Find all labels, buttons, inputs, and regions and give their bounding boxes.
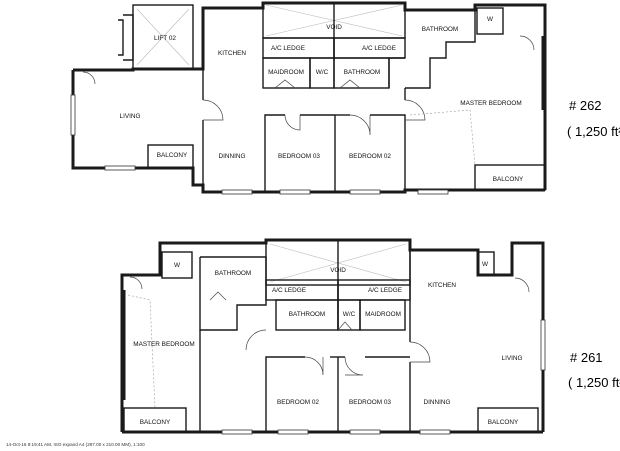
balcony-1-261: [123, 407, 187, 433]
w-closet-2-261: [477, 251, 495, 276]
room-bedroom-02-262: BEDROOM 02: [349, 153, 391, 160]
room-master-bedroom-262: MASTER BEDROOM: [460, 100, 521, 107]
unit-262-plan: [70, 1, 547, 195]
bathroom-1-261: [199, 256, 267, 331]
balcony-2-261: [477, 407, 539, 433]
room-bedroom-02-261: BEDROOM 02: [277, 399, 319, 406]
balcony-2-262: [474, 164, 546, 191]
room-living-262: LIVING: [120, 113, 141, 120]
bathroom-1-262: [405, 9, 476, 89]
room-master-bedroom-261: MASTER BEDROOM: [133, 341, 194, 348]
room-void-261: VOID: [330, 267, 346, 274]
room-ac-ledge-2-262: A/C LEDGE: [362, 45, 396, 52]
room-living-261: LIVING: [502, 355, 523, 362]
room-bathroom-1-261: BATHROOM: [215, 270, 251, 277]
room-wc-261: W/C: [343, 311, 356, 318]
unit-261-area: ( 1,250 ft² ): [568, 375, 620, 390]
w-closet-262: [476, 7, 504, 35]
room-bathroom-2-261: BATHROOM: [289, 311, 325, 318]
print-footer: 14-Oct-16 9:19:41 AM, ISO expand A4 (297…: [6, 442, 145, 447]
room-void-262: VOID: [326, 24, 342, 31]
room-dining-261: DINNING: [424, 399, 451, 406]
room-ac-ledge-1-261: A/C LEDGE: [272, 287, 306, 294]
room-balcony-1-261: BALCONY: [140, 419, 171, 426]
room-kitchen-261: KITCHEN: [428, 282, 456, 289]
balcony-1-262: [147, 144, 194, 169]
room-bedroom-03-261: BEDROOM 03: [349, 399, 391, 406]
room-w-1-261: W: [174, 262, 181, 269]
unit-262-number: # 262: [569, 98, 602, 113]
maidroom-261: [359, 299, 406, 331]
room-bathroom-1-262: BATHROOM: [422, 26, 458, 33]
room-w-2-261: W: [482, 261, 489, 268]
room-ac-ledge-1-262: A/C LEDGE: [271, 45, 305, 52]
unit-261-number: # 261: [570, 350, 603, 365]
w-closet-1-261: [161, 251, 193, 279]
room-bedroom-03-262: BEDROOM 03: [278, 153, 320, 160]
room-ac-ledge-2-261: A/C LEDGE: [368, 287, 402, 294]
room-bathroom-2-262: BATHROOM: [344, 69, 380, 76]
room-wc-262: W/C: [316, 69, 329, 76]
room-maidroom-261: MAIDROOM: [365, 311, 401, 318]
unit-262-outer-wall: [73, 1, 547, 190]
room-maidroom-262: MAIDROOM: [268, 69, 304, 76]
room-balcony-1-262: BALCONY: [157, 152, 188, 159]
room-dining-262: DINNING: [219, 153, 246, 160]
room-balcony-2-261: BALCONY: [488, 419, 519, 426]
room-balcony-2-262: BALCONY: [493, 176, 524, 183]
room-w-262: W: [487, 16, 494, 23]
unit-262-area: ( 1,250 ft² ): [567, 124, 620, 139]
room-kitchen-262: KITCHEN: [218, 50, 246, 57]
unit-261-plan: [120, 238, 546, 435]
room-lift-262: LIFT 02: [154, 35, 176, 42]
